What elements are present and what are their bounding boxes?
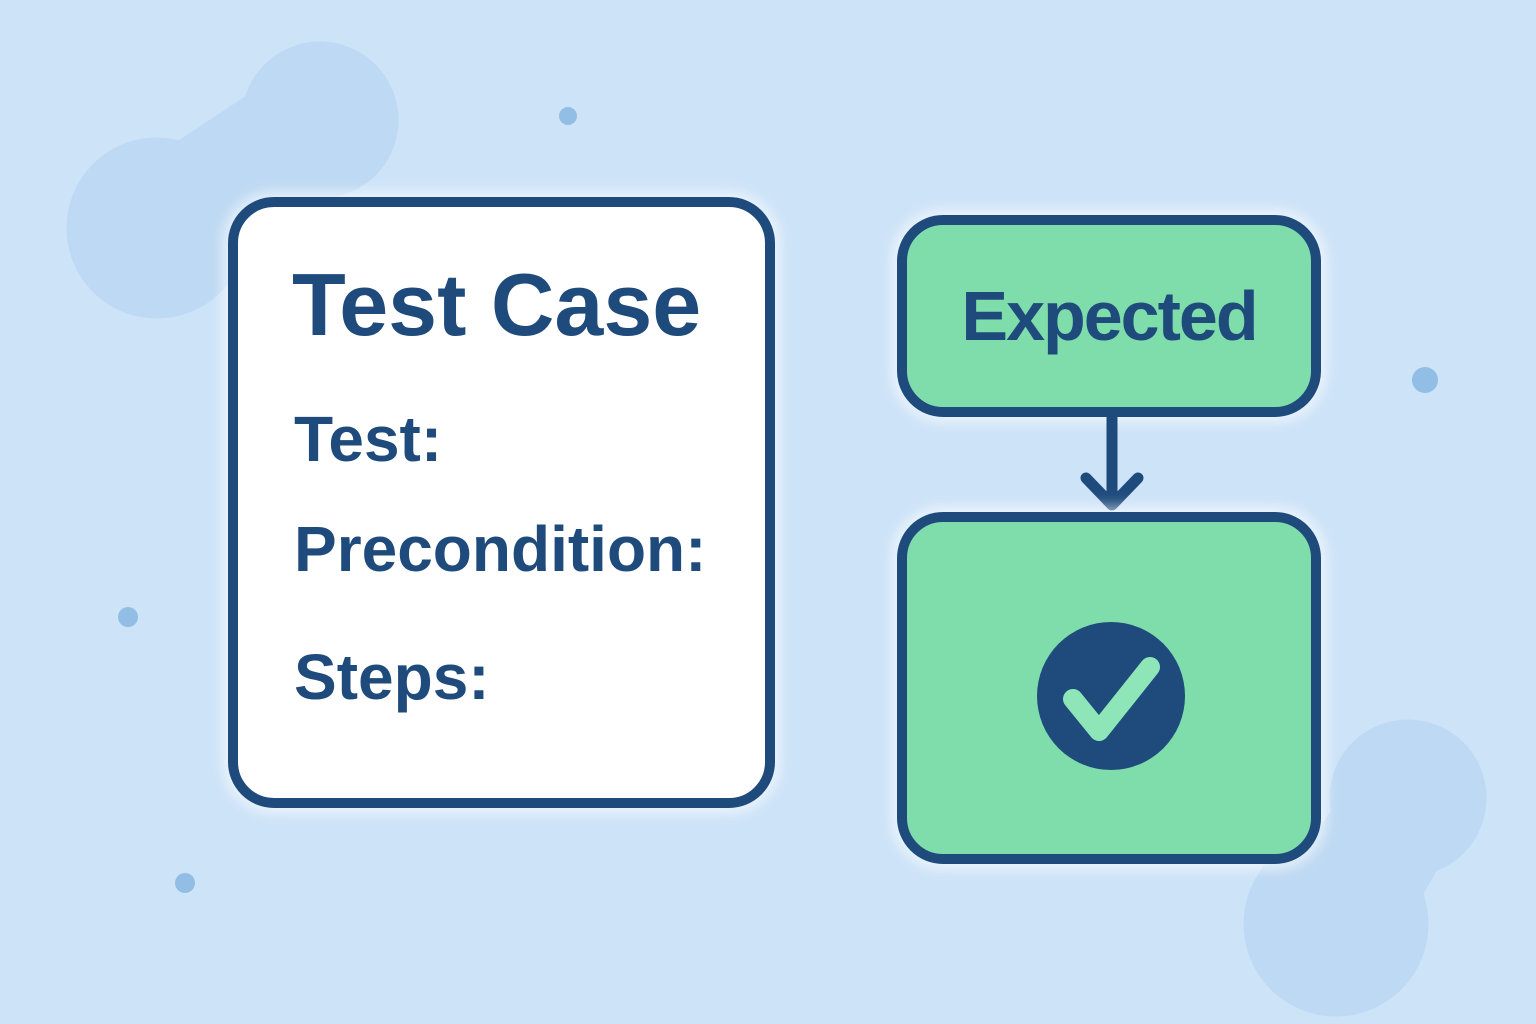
decorative-dot (1412, 367, 1438, 393)
field-label-precondition: Precondition: (294, 513, 707, 585)
arrow-down-icon (1080, 413, 1144, 511)
decorative-blob-top-left (66, 41, 399, 319)
decorative-dot (175, 873, 195, 893)
decorative-dot (559, 107, 577, 125)
decorative-dot (118, 607, 138, 627)
decorative-blob-bottom-right (1243, 719, 1487, 1017)
field-label-steps: Steps: (294, 641, 490, 713)
decorative-dots (118, 107, 1438, 893)
field-label-test: Test: (294, 403, 443, 475)
test-case-card: Test Case Test: Precondition: Steps: (228, 197, 775, 808)
expected-box: Expected (897, 215, 1321, 417)
check-circle-icon (1037, 622, 1185, 770)
card-title: Test Case (292, 255, 702, 354)
expected-label: Expected (961, 277, 1258, 355)
